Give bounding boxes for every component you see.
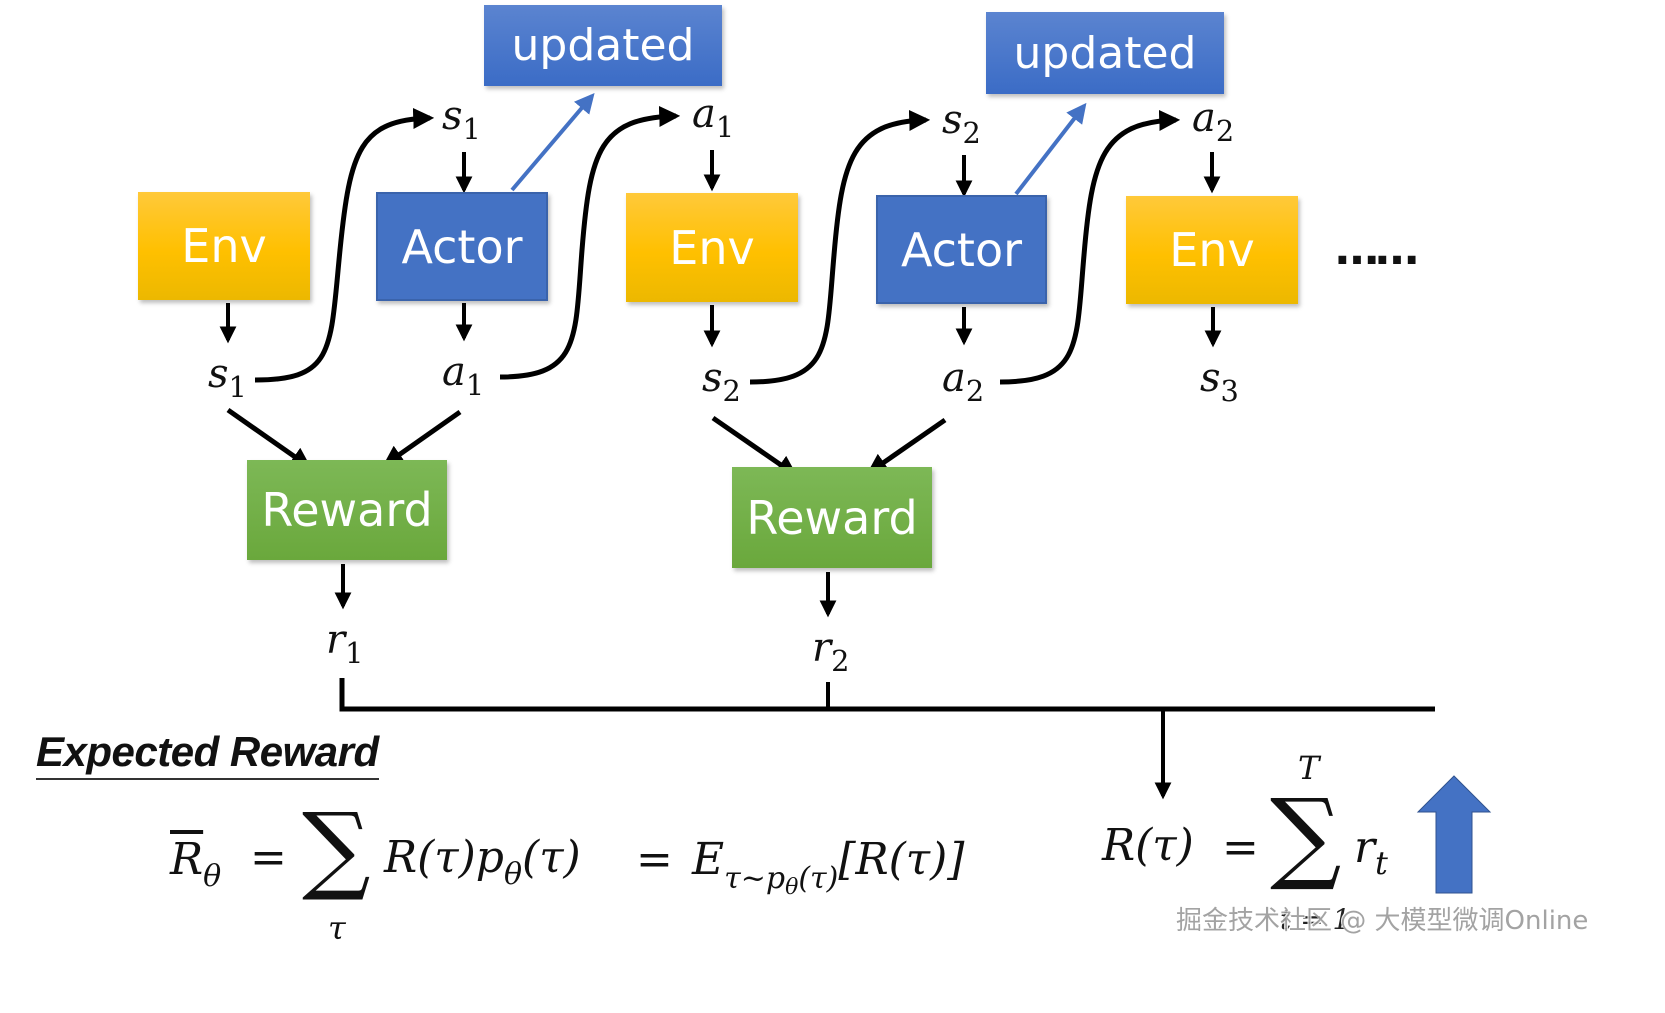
- updated-label-2: updated: [1013, 27, 1197, 79]
- sum-symbol-t: ∑: [1270, 777, 1342, 894]
- var-a1-top: a1: [692, 91, 735, 145]
- env-box-3: Env: [1126, 196, 1298, 304]
- var-r2: r2: [812, 625, 850, 679]
- var-s1-bottom: s1: [208, 351, 247, 405]
- env-label-1: Env: [181, 219, 267, 273]
- var-a2-top: a2: [1192, 95, 1235, 149]
- curve-a1-to-a1: [499, 105, 681, 380]
- var-s2-bottom: s2: [702, 355, 741, 409]
- continuation-ellipsis: ……: [1335, 224, 1419, 275]
- curve-s2-to-s2: [749, 109, 931, 385]
- update-arrow-2: [1014, 102, 1087, 196]
- curve-a2-to-a2: [999, 109, 1181, 385]
- var-r1: r1: [326, 617, 364, 671]
- expectation-term: Eτ~pθ(τ)[R(τ)]: [692, 834, 965, 900]
- total-reward-lhs: R(τ): [1102, 820, 1194, 871]
- reward-box-2: Reward: [732, 467, 932, 568]
- update-arrow-1: [510, 92, 595, 192]
- expected-reward-title: Expected Reward: [36, 728, 379, 780]
- r-bar-symbol: R: [170, 834, 204, 885]
- updated-box-2: updated: [986, 12, 1224, 94]
- env-box-1: Env: [138, 192, 310, 300]
- big-up-arrow-icon: [1416, 775, 1492, 894]
- arrow-a1-to-reward1: [382, 409, 462, 467]
- updated-label-1: updated: [511, 20, 695, 71]
- expected-reward-equals-1: =: [250, 832, 287, 883]
- summation-bus: [339, 678, 1435, 712]
- updated-box-1: updated: [484, 5, 722, 86]
- env-label-3: Env: [1169, 223, 1255, 277]
- env-label-2: Env: [669, 220, 755, 275]
- curve-s1-to-s1: [254, 107, 435, 383]
- var-a2-bottom: a2: [942, 355, 985, 409]
- reward-label-2: Reward: [746, 490, 918, 545]
- expected-reward-equals-2: =: [636, 834, 673, 885]
- total-reward-equals: =: [1222, 822, 1259, 873]
- var-s3-bottom: s3: [1200, 355, 1239, 409]
- watermark: 掘金技术社区 @ 大模型微调Online: [1176, 906, 1589, 936]
- actor-label-1: Actor: [401, 219, 523, 274]
- sum-symbol-tau: ∑: [302, 792, 371, 904]
- var-s1-top: s1: [442, 93, 481, 147]
- sum-index-tau: τ: [328, 909, 346, 947]
- reward-label-1: Reward: [261, 483, 433, 537]
- var-a1-bottom: a1: [442, 349, 485, 403]
- arrow-s1-to-reward1: [226, 407, 312, 469]
- arrow-s2-to-reward2: [711, 415, 798, 477]
- sum-lower-limit: t = 1: [1280, 903, 1351, 936]
- expected-reward-lhs: Rθ: [170, 834, 222, 894]
- env-box-2: Env: [626, 193, 798, 302]
- sum-upper-limit: T: [1298, 749, 1320, 787]
- actor-box-2: Actor: [876, 195, 1047, 304]
- sum-term-rt: rt: [1354, 822, 1388, 882]
- var-s2-top: s2: [942, 97, 981, 151]
- reward-box-1: Reward: [247, 460, 447, 560]
- sum-term: R(τ)pθ(τ): [384, 832, 581, 892]
- actor-label-2: Actor: [900, 222, 1023, 277]
- arrow-a2-to-reward2: [866, 417, 947, 475]
- actor-box-1: Actor: [376, 192, 548, 301]
